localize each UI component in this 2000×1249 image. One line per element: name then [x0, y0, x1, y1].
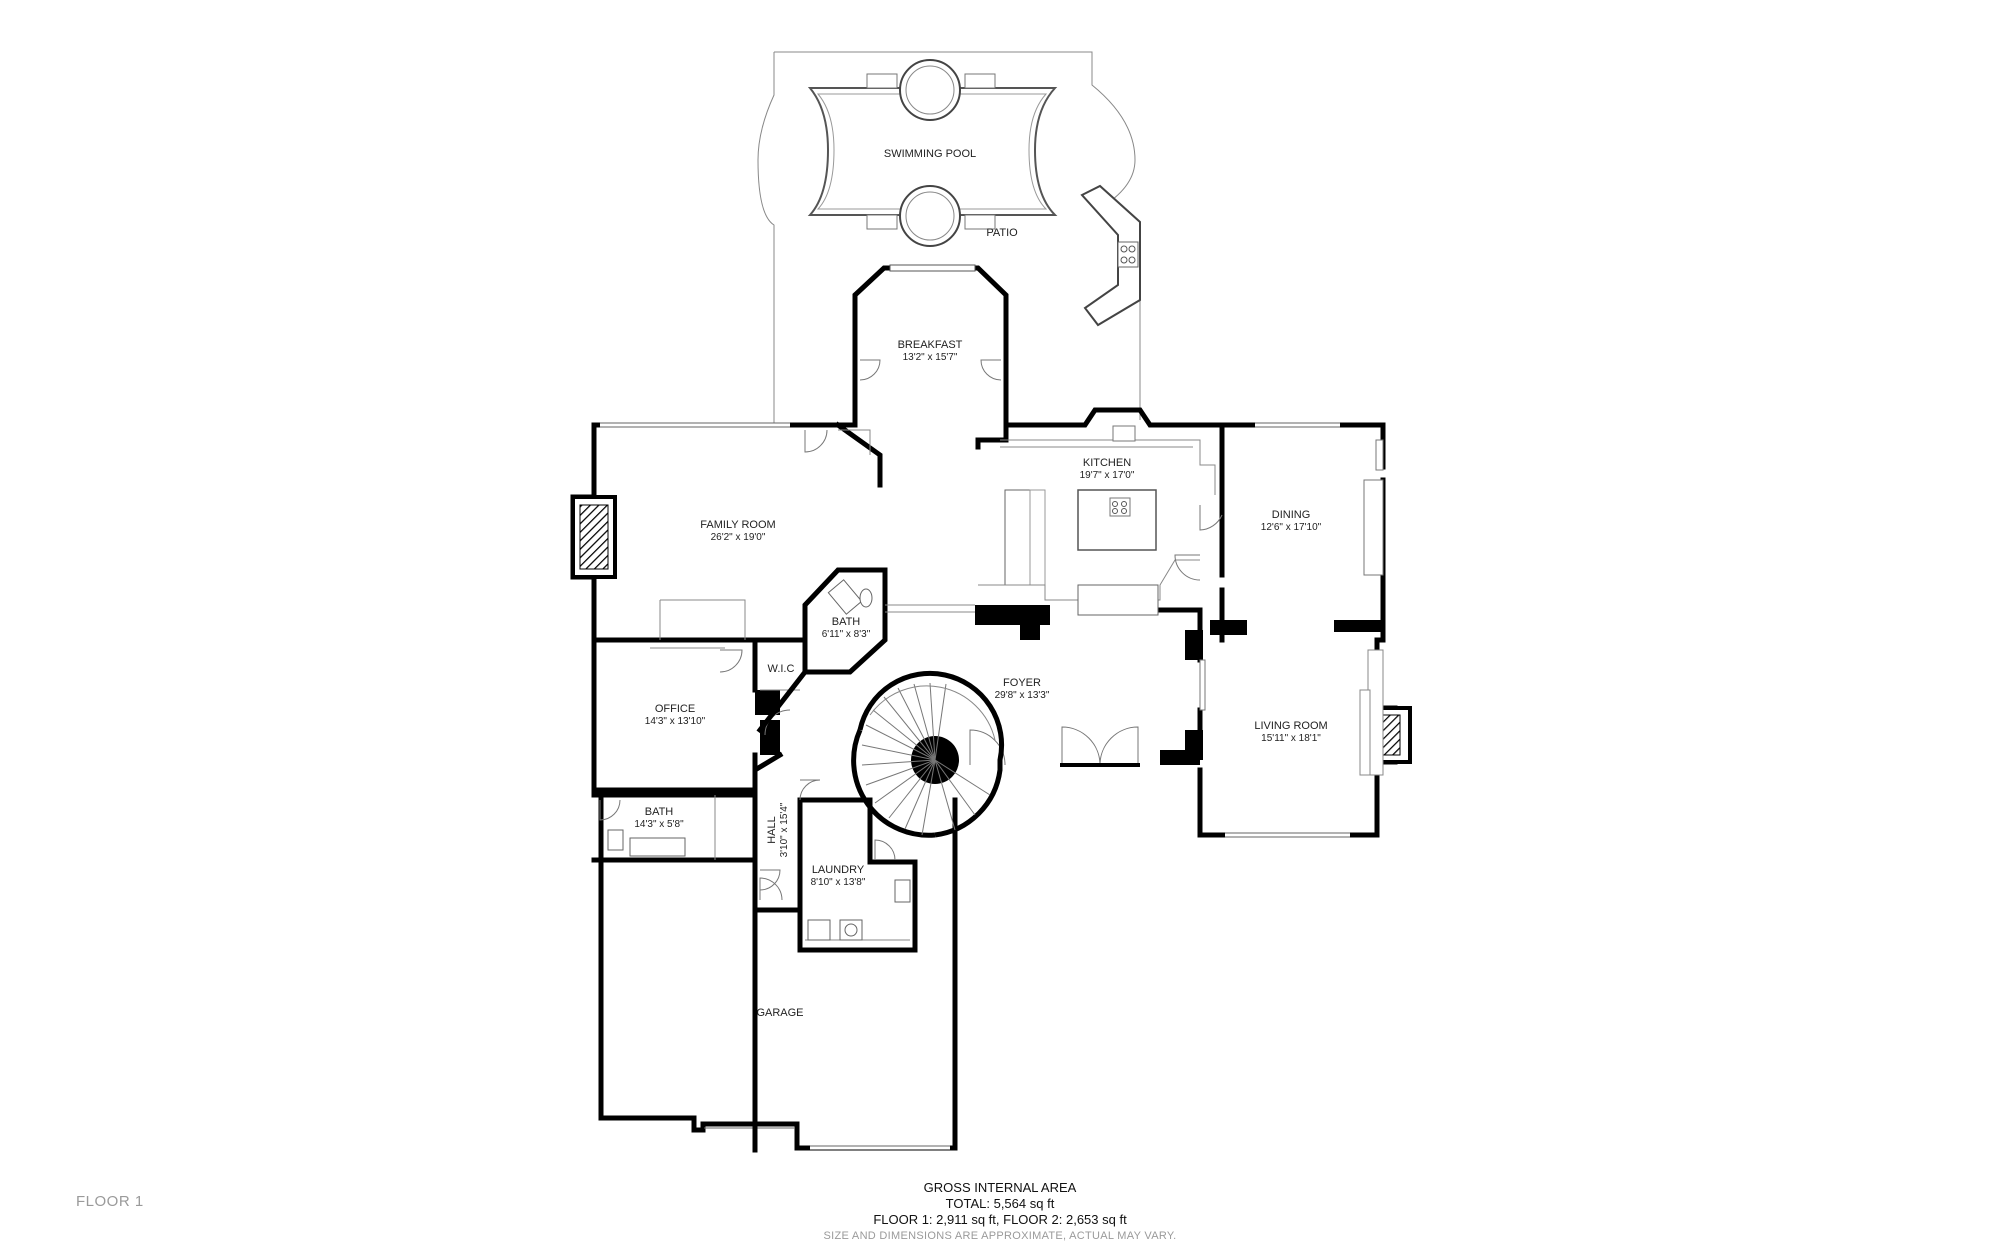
- label-dining: DINING: [1272, 509, 1311, 521]
- dims-hall: 3'10" x 15'4": [779, 802, 790, 857]
- label-bath-1: BATH: [832, 616, 861, 628]
- area-total: TOTAL: 5,564 sq ft: [945, 1196, 1055, 1211]
- label-hall: HALL: [766, 816, 778, 844]
- dims-foyer: 29'8" x 13'3": [995, 690, 1050, 701]
- area-floors: FLOOR 1: 2,911 sq ft, FLOOR 2: 2,653 sq …: [873, 1212, 1127, 1227]
- floor-label: FLOOR 1: [76, 1193, 144, 1210]
- label-foyer: FOYER: [1003, 677, 1041, 689]
- dims-laundry: 8'10" x 13'8": [811, 877, 866, 888]
- family-room-interior: [591, 421, 883, 643]
- breakfast-walls: [852, 264, 1009, 428]
- outdoor-kitchen: [1080, 184, 1141, 327]
- label-bath-2: BATH: [645, 806, 674, 818]
- dims-bath-2: 14'3" x 5'8": [634, 819, 684, 830]
- label-family-room: FAMILY ROOM: [700, 519, 775, 531]
- bath-2-walls: [591, 792, 758, 863]
- label-office: OFFICE: [655, 703, 695, 715]
- area-disclaimer: SIZE AND DIMENSIONS ARE APPROXIMATE, ACT…: [823, 1230, 1177, 1242]
- dims-family-room: 26'2" x 19'0": [711, 532, 766, 543]
- office-walls: [591, 637, 809, 1153]
- label-garage: GARAGE: [756, 1007, 803, 1019]
- room-labels: SWIMMING POOL PATIO BREAKFAST 13'2" x 15…: [634, 148, 1327, 1019]
- dims-dining: 12'6" x 17'10": [1261, 522, 1322, 533]
- fireplace-family: [571, 495, 617, 579]
- dims-office: 14'3" x 13'10": [645, 716, 706, 727]
- label-kitchen: KITCHEN: [1083, 457, 1131, 469]
- dims-kitchen: 19'7" x 17'0": [1080, 470, 1135, 481]
- label-patio: PATIO: [986, 227, 1018, 239]
- label-laundry: LAUNDRY: [812, 864, 865, 876]
- windows: [591, 422, 1350, 1150]
- dining-living-fixtures: [1199, 439, 1384, 776]
- dims-bath-1: 6'11" x 8'3": [822, 629, 871, 640]
- dims-living-room: 15'11" x 18'1": [1261, 733, 1321, 744]
- label-breakfast: BREAKFAST: [898, 339, 963, 351]
- area-title: GROSS INTERNAL AREA: [923, 1180, 1077, 1195]
- dims-breakfast: 13'2" x 15'7": [903, 352, 958, 363]
- laundry-walls: [752, 779, 918, 953]
- kitchen-fixtures: [978, 425, 1223, 616]
- swimming-pool: [807, 59, 1058, 247]
- spiral-staircase: [851, 670, 1005, 838]
- solid-walls: [755, 605, 1383, 765]
- label-swimming-pool: SWIMMING POOL: [884, 148, 976, 160]
- foyer-features: [885, 604, 1140, 767]
- gross-internal-area: GROSS INTERNAL AREA TOTAL: 5,564 sq ft F…: [700, 1180, 1300, 1244]
- label-wic: W.I.C: [768, 663, 795, 675]
- label-living-room: LIVING ROOM: [1254, 720, 1327, 732]
